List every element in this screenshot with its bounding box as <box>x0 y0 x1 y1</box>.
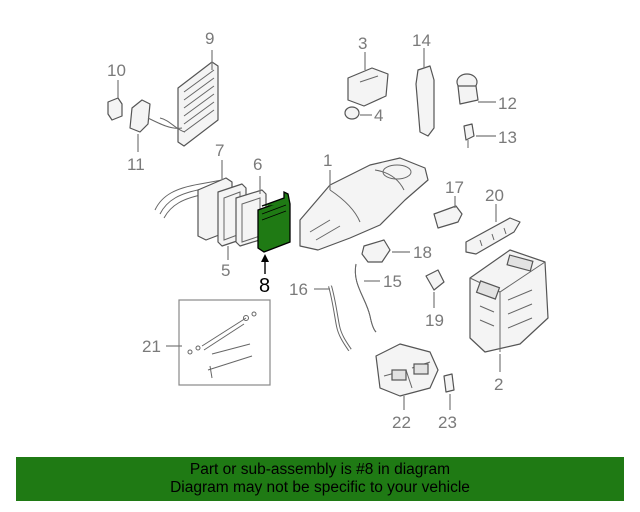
callout-17: 17 <box>445 178 464 197</box>
callout-15: 15 <box>383 272 402 291</box>
part-3-actuator[interactable] <box>347 67 389 107</box>
callout-14: 14 <box>412 31 431 50</box>
part-16-hose[interactable] <box>328 285 352 352</box>
part-18-actuator[interactable] <box>361 239 391 263</box>
callout-9: 9 <box>205 29 214 48</box>
part-17-sensor[interactable] <box>433 205 463 229</box>
callout-1: 1 <box>323 151 332 170</box>
part-11-bracket[interactable] <box>129 99 183 133</box>
part-20-bracket[interactable] <box>465 217 521 255</box>
callout-5: 5 <box>221 261 230 280</box>
callout-11: 11 <box>127 155 145 174</box>
callout-12: 12 <box>498 94 517 113</box>
callout-18: 18 <box>413 243 432 262</box>
part-14-duct[interactable] <box>415 65 435 137</box>
callout-13: 13 <box>498 128 517 147</box>
part-2-ac-case[interactable] <box>469 249 549 353</box>
callout-21: 21 <box>142 337 161 356</box>
callout-20: 20 <box>485 186 504 205</box>
callout-10: 10 <box>107 61 126 80</box>
callout-6: 6 <box>253 155 262 174</box>
part-15-hose[interactable] <box>354 263 377 333</box>
part-22-duct[interactable] <box>375 343 439 397</box>
callout-23: 23 <box>438 413 457 432</box>
part-4-cap[interactable] <box>344 106 360 120</box>
part-21-box <box>178 299 271 386</box>
part-13-resistor[interactable] <box>463 123 475 148</box>
part-12-blower-motor[interactable] <box>456 73 479 105</box>
callout-2: 2 <box>494 375 503 394</box>
callout-19: 19 <box>425 311 444 330</box>
part-9-evaporator[interactable] <box>159 61 219 147</box>
callout-4: 4 <box>374 106 383 125</box>
callout-22: 22 <box>392 413 411 432</box>
banner-line-1: Part or sub-assembly is #8 in diagram <box>189 461 451 478</box>
info-banner: Part or sub-assembly is #8 in diagram Di… <box>16 457 624 501</box>
callout-8: 8 <box>259 275 270 297</box>
part-1-heater-housing[interactable] <box>299 157 429 251</box>
part-19-clip[interactable] <box>425 269 445 291</box>
callout-16: 16 <box>289 280 308 299</box>
part-23-block[interactable] <box>443 373 455 393</box>
part-21-linkage-set[interactable] <box>187 311 257 379</box>
part-8-heater-core[interactable] <box>257 190 291 253</box>
parts-diagram: 9 10 11 7 5 6 8 <box>107 29 549 432</box>
part-10-sensor[interactable] <box>107 97 123 121</box>
banner-line-2: Diagram may not be specific to your vehi… <box>170 479 470 496</box>
callout-7: 7 <box>215 141 224 160</box>
callout-3: 3 <box>358 34 367 53</box>
